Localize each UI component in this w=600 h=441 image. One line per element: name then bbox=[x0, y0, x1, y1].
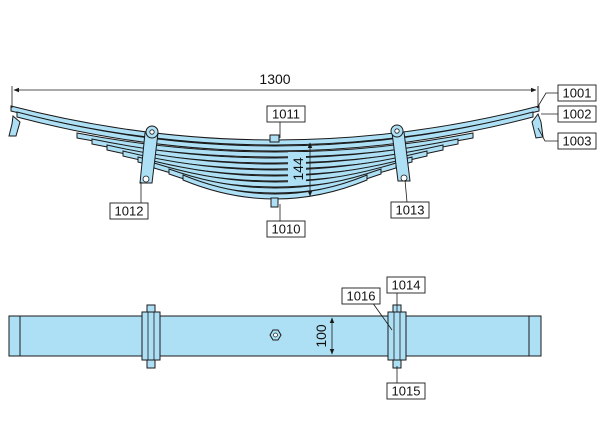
part-label-1012: 1012 bbox=[109, 202, 149, 220]
leaf-10 bbox=[182, 174, 368, 200]
part-label-text: 1001 bbox=[563, 86, 592, 101]
leader-lines bbox=[140, 92, 558, 383]
width-dimension: 100 bbox=[313, 317, 335, 355]
length-value: 1300 bbox=[259, 71, 290, 87]
part-label-1013: 1013 bbox=[390, 201, 430, 219]
part-label-text: 1010 bbox=[272, 222, 301, 237]
part-label-text: 1015 bbox=[392, 384, 421, 399]
right-clip bbox=[390, 124, 411, 182]
part-label-text: 1002 bbox=[563, 107, 592, 122]
top-view: 100 bbox=[8, 304, 542, 369]
part-label-text: 1012 bbox=[115, 204, 144, 219]
part-label-text: 1016 bbox=[347, 289, 376, 304]
part-label-text: 1013 bbox=[396, 203, 425, 218]
part-label-1001: 1001 bbox=[557, 84, 597, 102]
left-hook bbox=[8, 115, 21, 137]
part-label-text: 1003 bbox=[563, 134, 592, 149]
part-label-text: 1011 bbox=[272, 107, 300, 122]
top-left-clamp bbox=[141, 304, 161, 369]
part-label-1010: 1010 bbox=[266, 220, 306, 238]
part-labels: 1001 1002 1003 1011 1010 1012 1013 1016 1014 1015 bbox=[109, 84, 597, 400]
side-view: 1300 144 bbox=[8, 71, 544, 208]
part-label-1002: 1002 bbox=[557, 105, 597, 123]
part-label-1015: 1015 bbox=[386, 382, 426, 400]
part-label-1003: 1003 bbox=[557, 132, 597, 150]
height-value: 144 bbox=[290, 157, 306, 181]
length-dimension: 1300 bbox=[11, 71, 539, 108]
part-label-1016: 1016 bbox=[341, 287, 381, 305]
top-right-clamp bbox=[387, 304, 407, 369]
height-dimension: 144 bbox=[288, 142, 313, 197]
part-label-1014: 1014 bbox=[386, 276, 426, 294]
left-clip bbox=[139, 125, 159, 184]
width-value: 100 bbox=[313, 324, 329, 348]
part-label-text: 1014 bbox=[392, 278, 421, 293]
center-bolt-top bbox=[269, 134, 280, 143]
center-bolt-bottom bbox=[270, 197, 279, 208]
leaf-1 bbox=[10, 105, 540, 146]
part-label-1011: 1011 bbox=[266, 105, 306, 123]
